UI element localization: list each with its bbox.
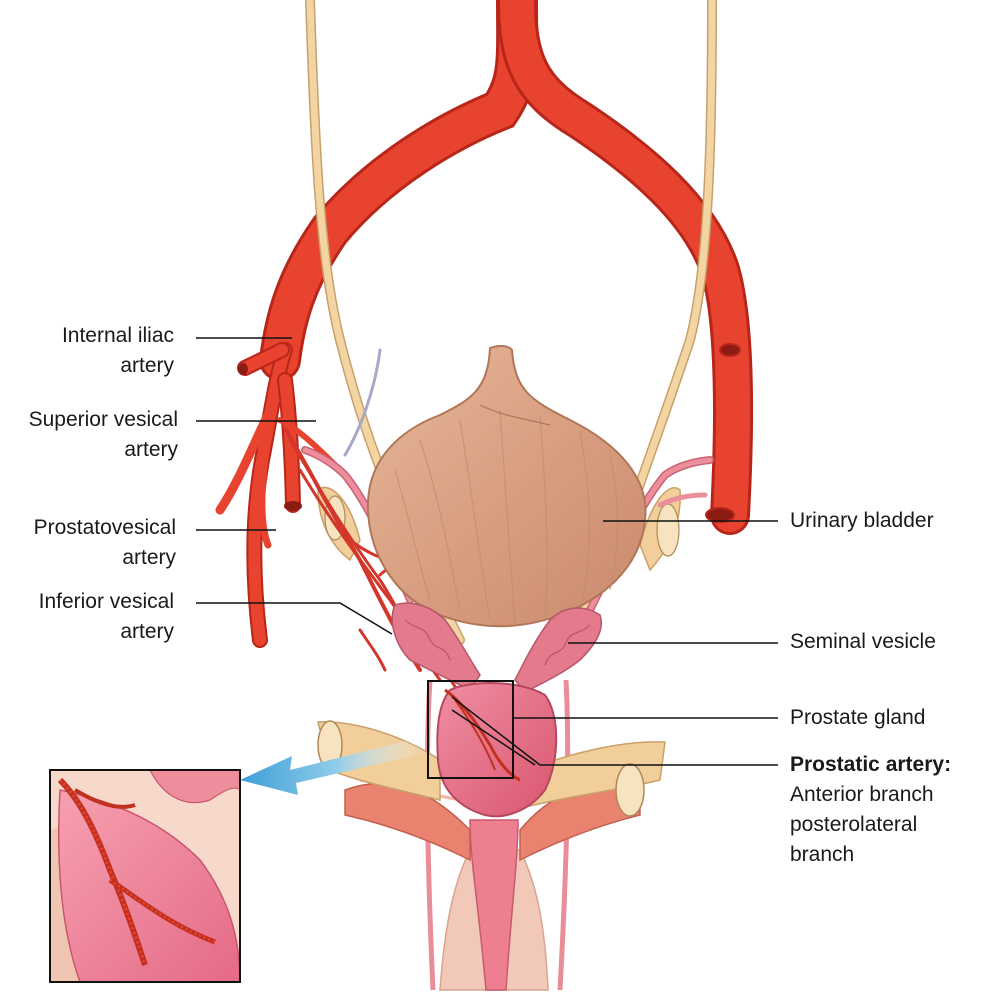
- label-seminal-vesicle: Seminal vesicle: [790, 630, 936, 653]
- label-superior-vesical-line1: Superior vesical: [28, 408, 178, 431]
- label-prostatic-artery-line1: Anterior branch: [790, 783, 934, 806]
- label-prostate-gland: Prostate gland: [790, 706, 926, 729]
- label-prostatovesical-line1: Prostatovesical: [33, 516, 176, 539]
- label-inferior-vesical-artery: Inferior vesical artery: [0, 587, 174, 647]
- aorta-and-iliac-arteries: [259, 0, 753, 535]
- magnify-arrow: [240, 735, 430, 795]
- label-internal-iliac-line1: Internal iliac: [61, 324, 174, 347]
- prostatic-artery-inset: [49, 769, 241, 983]
- leader-prostatic-artery: [451, 696, 778, 766]
- label-superior-vesical-artery: Superior vesical artery: [0, 405, 178, 465]
- label-internal-iliac-line2: artery: [120, 354, 174, 377]
- urinary-bladder: [366, 344, 647, 628]
- label-urinary-bladder: Urinary bladder: [790, 509, 934, 532]
- label-prostatic-artery-line3: branch: [790, 843, 855, 866]
- prostate-gland: [436, 682, 558, 818]
- label-inferior-vesical-line1: Inferior vesical: [38, 590, 174, 613]
- label-inferior-vesical-line2: artery: [120, 620, 174, 643]
- prostatic-artery-zoom-box: [427, 680, 514, 779]
- leader-lines: [196, 337, 778, 766]
- seminal-vesicles: [391, 602, 602, 693]
- label-prostatovesical-artery: Prostatovesical artery: [0, 513, 176, 573]
- label-prostatic-artery-line2: posterolateral: [790, 813, 918, 836]
- leader-inferior-vesical: [196, 602, 393, 635]
- label-prostatovesical-line2: artery: [122, 546, 176, 569]
- label-prostatic-artery-title: Prostatic artery:: [790, 753, 952, 776]
- label-superior-vesical-line2: artery: [124, 438, 178, 461]
- urethra: [439, 819, 549, 991]
- label-internal-iliac-artery: Internal iliac artery: [20, 321, 174, 381]
- label-prostatic-artery: Prostatic artery: Anterior branch poster…: [790, 750, 951, 870]
